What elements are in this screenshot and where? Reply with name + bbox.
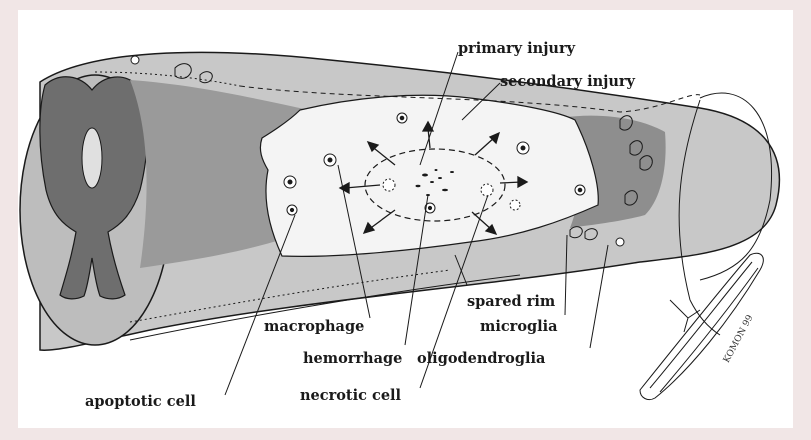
label-secondary-injury: secondary injury <box>500 74 635 90</box>
label-spared-rim: spared rim <box>467 294 555 310</box>
label-hemorrhage: hemorrhage <box>303 351 402 367</box>
label-necrotic-cell: necrotic cell <box>300 388 401 404</box>
label-macrophage: macrophage <box>264 319 364 335</box>
central-canal <box>82 128 102 188</box>
label-oligodendroglia: oligodendroglia <box>417 351 545 367</box>
label-apoptotic-cell: apoptotic cell <box>85 394 196 410</box>
label-microglia: microglia <box>480 319 558 335</box>
label-primary-injury: primary injury <box>458 41 575 57</box>
